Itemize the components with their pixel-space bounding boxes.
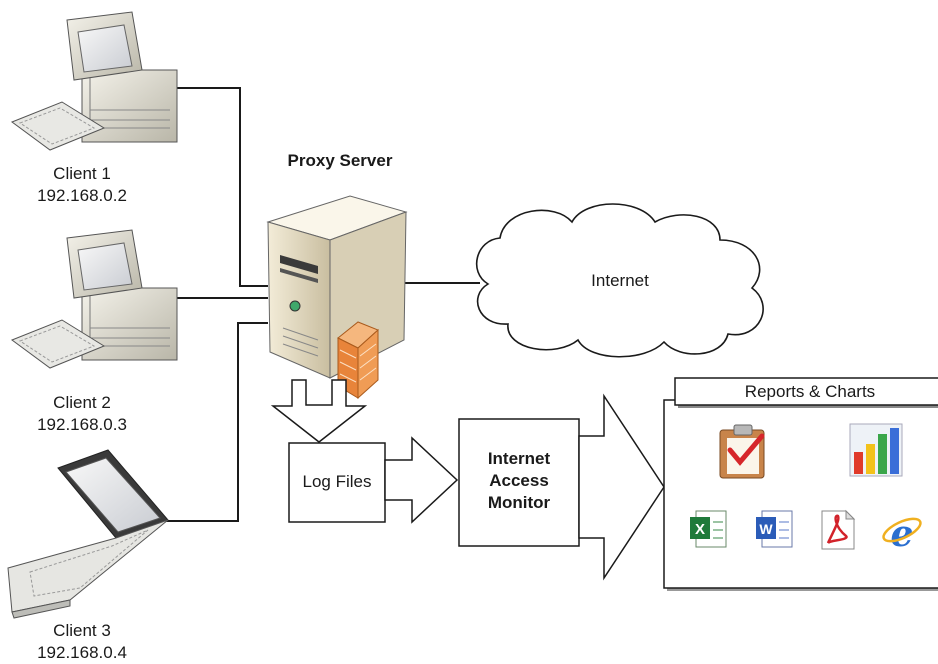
cloud-icon (476, 203, 764, 358)
internet-label: Internet (591, 271, 649, 290)
client-1-ip: 192.168.0.2 (37, 186, 127, 205)
right-arrow-log-to-monitor (384, 436, 459, 524)
word-icon: W (756, 510, 793, 548)
server-with-firewall-icon (266, 195, 408, 400)
monitor-label-line2: Access (489, 471, 549, 490)
laptop-icon (7, 449, 169, 619)
log-files-box (288, 442, 386, 523)
down-arrow (270, 379, 368, 443)
client-1-name: Client 1 (53, 164, 111, 183)
bar-chart-icon (849, 423, 903, 477)
reports-title: Reports & Charts (744, 382, 876, 401)
desktop-computer-icon (10, 229, 178, 369)
internet-explorer-icon: e (882, 513, 922, 555)
clipboard-checklist-icon (719, 424, 765, 479)
pdf-icon (821, 509, 856, 550)
client3-link (162, 322, 268, 522)
log-files-label: Log Files (302, 472, 372, 491)
client1-link (165, 87, 268, 287)
monitor-box (458, 418, 580, 547)
right-arrow-monitor-to-reports (578, 393, 665, 581)
client-2-label: Client 2 192.168.0.3 (22, 392, 142, 436)
client-3-ip: 192.168.0.4 (37, 643, 127, 662)
desktop-computer-icon (10, 11, 178, 151)
svg-text:W: W (759, 521, 773, 537)
svg-text:X: X (695, 521, 705, 538)
monitor-label-line1: Internet (487, 449, 551, 468)
proxy-server-label: Proxy Server (287, 151, 393, 170)
client-2-name: Client 2 (53, 393, 111, 412)
excel-icon: X (690, 510, 727, 548)
reports-panel (663, 377, 938, 591)
client-3-name: Client 3 (53, 621, 111, 640)
client-1-label: Client 1 192.168.0.2 (22, 163, 142, 207)
client-3-label: Client 3 192.168.0.4 (22, 620, 142, 664)
connection-lines (162, 87, 480, 522)
client-2-ip: 192.168.0.3 (37, 415, 127, 434)
monitor-label-line3: Monitor (487, 493, 551, 512)
monitor-label: Internet Access Monitor (459, 448, 579, 514)
